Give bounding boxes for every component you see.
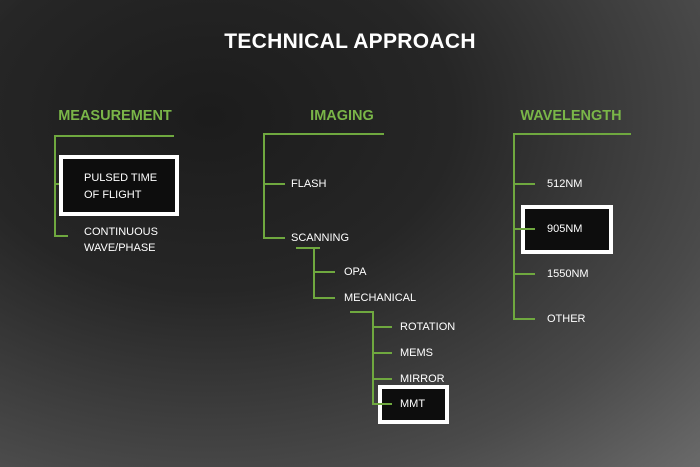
wavelength-header-rule (513, 133, 631, 135)
nm1550-label: 1550NM (547, 268, 589, 280)
mechanical-branch-rotation (372, 326, 392, 328)
measurement-header-rule (54, 135, 174, 137)
imaging-branch-scanning (263, 237, 285, 239)
rotation-label: ROTATION (400, 321, 456, 333)
nm512-label: 512NM (547, 178, 583, 190)
mirror-label: MIRROR (400, 373, 445, 385)
imaging-branch-flash (263, 183, 285, 185)
scanning-label: SCANNING (291, 232, 350, 244)
nm905-label: 905NM (547, 223, 583, 235)
wavelength-header: WAVELENGTH (520, 108, 622, 124)
scanning-sub-rule (296, 247, 320, 249)
wavelength-branch-512 (513, 183, 535, 185)
mmt-selected-box (378, 385, 449, 424)
imaging-header-rule (263, 133, 384, 135)
imaging-header: IMAGING (310, 108, 374, 124)
mechanical-branch-mmt (372, 403, 392, 405)
pulsed-tof-selected-box (59, 155, 179, 216)
opa-label: OPA (344, 266, 367, 278)
wavelength-trunk (513, 133, 515, 320)
continuous-wave-label: CONTINUOUS WAVE/PHASE (84, 226, 158, 254)
mems-label: MEMS (400, 347, 433, 359)
wavelength-branch-905 (513, 228, 535, 230)
mmt-label: MMT (400, 398, 426, 410)
mechanical-sub-trunk (372, 311, 374, 405)
mechanical-label: MECHANICAL (344, 292, 417, 304)
measurement-trunk (54, 135, 56, 236)
nm905-selected-box (521, 205, 613, 254)
scanning-sub-trunk (313, 247, 315, 299)
mechanical-sub-rule (350, 311, 374, 313)
scanning-branch-opa (313, 271, 335, 273)
wavelength-branch-1550 (513, 273, 535, 275)
wavelength-branch-other (513, 318, 535, 320)
mechanical-branch-mems (372, 352, 392, 354)
pulsed-tof-label: PULSED TIME OF FLIGHT (84, 172, 158, 201)
mechanical-branch-mirror (372, 378, 392, 380)
other-label: OTHER (547, 313, 586, 325)
flash-label: FLASH (291, 178, 327, 190)
scanning-branch-mechanical (313, 297, 335, 299)
imaging-trunk (263, 133, 265, 239)
measurement-branch-continuous (54, 235, 68, 237)
measurement-header: MEASUREMENT (58, 108, 172, 124)
page-title: TECHNICAL APPROACH (224, 30, 476, 53)
